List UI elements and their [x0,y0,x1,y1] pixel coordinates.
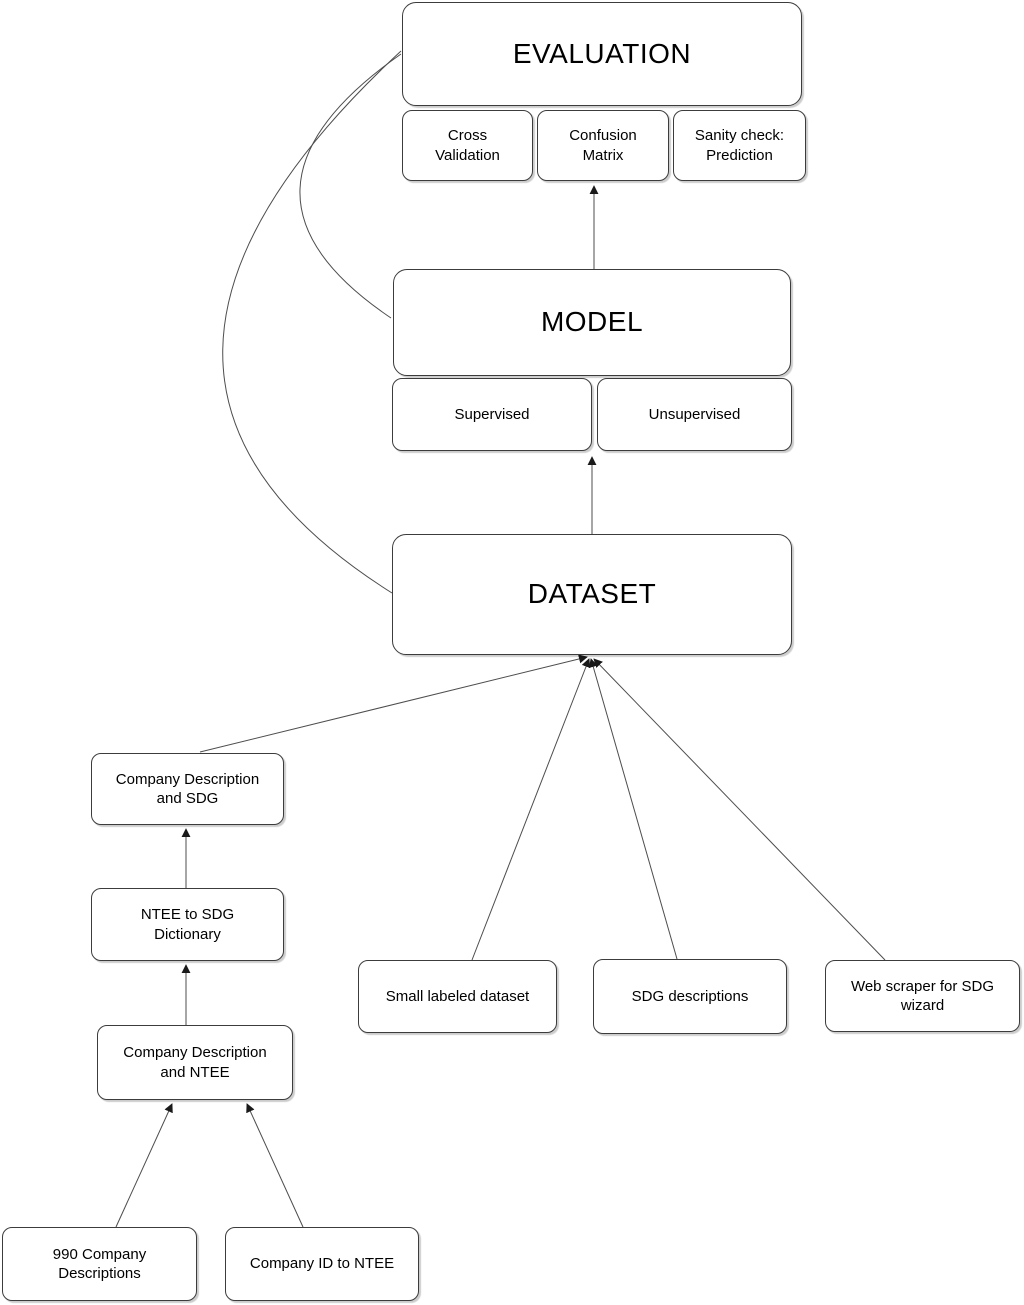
node-sanity-check-prediction: Sanity check: Prediction [673,110,806,181]
node-confusion-matrix-label: Confusion Matrix [569,127,637,164]
node-company-id-to-ntee-label: Company ID to NTEE [249,1255,395,1273]
edge-sdg-descriptions-to-dataset [588,658,678,960]
node-company-description-and-sdg-label: Company Description and SDG [115,770,260,808]
edge-web-scraper-to-dataset [593,658,886,961]
node-company-description-and-sdg: Company Description and SDG [91,753,284,825]
node-evaluation: EVALUATION [402,2,802,106]
node-unsupervised: Unsupervised [597,378,792,451]
node-supervised: Supervised [392,378,592,451]
edge-company-description-sdg-to-dataset [199,654,588,753]
node-cross-validation: Cross Validation [402,110,533,181]
edge-company-id-ntee-to-company-description-ntee [246,1103,304,1228]
node-ntee-to-sdg-dictionary: NTEE to SDG Dictionary [91,888,284,961]
node-dataset-label: DATASET [527,578,657,610]
node-company-id-to-ntee: Company ID to NTEE [225,1227,419,1301]
node-model-label: MODEL [540,306,644,338]
node-web-scraper-for-sdg-wizard-label: Web scraper for SDG wizard [850,977,995,1015]
node-sdg-descriptions: SDG descriptions [593,959,787,1034]
node-company-description-and-ntee-label: Company Description and NTEE [123,1044,267,1081]
node-ntee-to-sdg-dictionary-label: NTEE to SDG Dictionary [140,906,235,943]
node-evaluation-label: EVALUATION [512,37,692,69]
node-990-company-descriptions-label: 990 Company Descriptions [52,1245,147,1283]
edge-small-labeled-dataset-to-dataset [471,658,591,961]
node-cross-validation-label: Cross Validation [435,127,500,164]
node-confusion-matrix: Confusion Matrix [537,110,669,181]
node-sdg-descriptions-label: SDG descriptions [631,987,749,1005]
edge-model-to-evaluation-curve [299,53,402,319]
node-sanity-check-prediction-label: Sanity check: Prediction [694,127,785,164]
node-supervised-label: Supervised [454,405,530,423]
node-small-labeled-dataset: Small labeled dataset [358,960,557,1033]
node-dataset: DATASET [392,534,792,655]
node-990-company-descriptions: 990 Company Descriptions [2,1227,197,1301]
node-unsupervised-label: Unsupervised [648,405,741,423]
edge-990-descriptions-to-company-description-ntee [115,1103,173,1228]
node-model: MODEL [393,269,791,376]
node-small-labeled-dataset-label: Small labeled dataset [385,987,530,1005]
edge-dataset-to-evaluation-curve [222,50,402,594]
node-web-scraper-for-sdg-wizard: Web scraper for SDG wizard [825,960,1020,1032]
node-company-description-and-ntee: Company Description and NTEE [97,1025,293,1100]
